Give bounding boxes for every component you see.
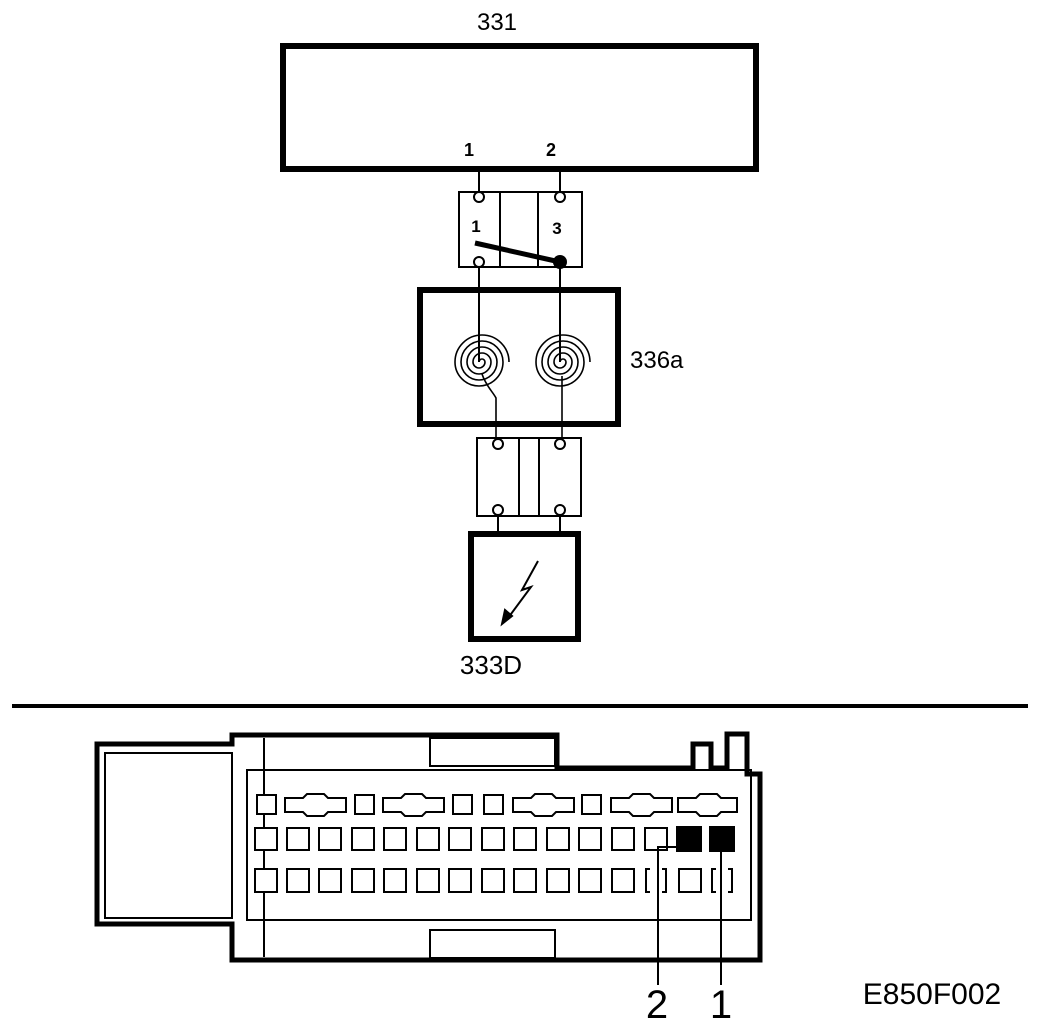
- cavity: [383, 827, 407, 851]
- cavity: [546, 868, 570, 893]
- rotary-contact-336a: 336a: [417, 287, 684, 440]
- module-331-pin-1: 1: [464, 140, 474, 160]
- callout-2-label: 2: [646, 983, 668, 1027]
- cavity: [611, 827, 635, 851]
- airbag-label: 333D: [460, 650, 522, 680]
- connector-top-key: [429, 737, 556, 767]
- cavity: [644, 827, 668, 851]
- cavity: [286, 868, 310, 893]
- cavity: [318, 827, 342, 851]
- shorting-bar: [474, 240, 561, 265]
- top-connector-terminal: [554, 191, 566, 203]
- rotary-contact-label: 336a: [630, 347, 684, 374]
- callout-1-label: 1: [710, 983, 732, 1027]
- igniter-lightning-icon: [500, 560, 539, 627]
- cavity: [611, 868, 635, 893]
- cavity-row-2: [254, 826, 735, 852]
- top-connector: 1 3: [458, 191, 583, 269]
- cavity: [354, 794, 375, 815]
- cavity: [578, 868, 602, 893]
- wires-connector-to-rotary: [478, 267, 561, 362]
- module-331-pin-2: 2: [546, 140, 556, 160]
- callout-leader-2: [657, 846, 677, 985]
- cavity-row-3: [254, 868, 733, 893]
- lower-connector-terminal: [492, 438, 504, 450]
- airbag-333D: 333D: [460, 531, 581, 680]
- cavity: [481, 868, 505, 893]
- coding-key: [677, 793, 738, 817]
- cavity: [452, 794, 473, 815]
- cavity: [351, 868, 375, 893]
- cavity: [581, 794, 602, 815]
- top-connector-pin-1: 1: [471, 217, 480, 236]
- cavity: [351, 827, 375, 851]
- wires-331-to-connector: [478, 169, 561, 192]
- cavity-bracket: [711, 868, 733, 893]
- connector-face-view: 2 1: [94, 731, 763, 1027]
- cavity-row-1: [256, 793, 738, 817]
- cavity: [448, 827, 472, 851]
- top-connector-pin-3: 3: [552, 219, 561, 238]
- coil-spring-left-icon: [454, 334, 510, 440]
- cavity: [286, 827, 310, 851]
- lower-connector-terminal: [554, 504, 566, 516]
- top-connector-terminal: [473, 256, 485, 268]
- cavity: [481, 827, 505, 851]
- coding-key: [610, 793, 673, 817]
- cavity: [448, 868, 472, 893]
- cavity: [254, 827, 278, 851]
- cavity: [513, 868, 537, 893]
- cavity: [254, 868, 278, 893]
- rotary-contact-box: [417, 287, 621, 427]
- module-331: 331 1 2: [280, 9, 759, 172]
- lower-connector-terminal: [554, 438, 566, 450]
- cavity: [318, 868, 342, 893]
- cavity: [416, 827, 440, 851]
- cavity-pin-2: [676, 826, 702, 852]
- cavity-bracket: [645, 868, 667, 893]
- cavity: [383, 868, 407, 893]
- module-331-label: 331: [477, 9, 517, 36]
- coding-key: [512, 793, 575, 817]
- cavity: [678, 868, 702, 893]
- cavity: [483, 794, 504, 815]
- connector-bottom-key: [429, 929, 556, 959]
- lower-connector-right-half: [538, 437, 582, 517]
- coding-key: [382, 793, 445, 817]
- cavity: [513, 827, 537, 851]
- figure-code: E850F002: [863, 978, 1001, 1011]
- top-connector-terminal: [473, 191, 485, 203]
- cavity-pin-1: [709, 826, 735, 852]
- coil-spring-right-icon: [535, 334, 591, 440]
- cavity: [416, 868, 440, 893]
- connector-latch-stub: [104, 752, 233, 919]
- lower-connector: [476, 437, 582, 534]
- cavity: [578, 827, 602, 851]
- cavity: [546, 827, 570, 851]
- cavity: [256, 794, 277, 815]
- callout-leaders: [657, 846, 722, 985]
- cavity-panel: [246, 769, 752, 921]
- lower-connector-terminal: [492, 504, 504, 516]
- airbag-box: [468, 531, 581, 642]
- coding-key: [284, 793, 347, 817]
- module-331-box: [280, 43, 759, 172]
- connector-housing-outline: [94, 731, 763, 963]
